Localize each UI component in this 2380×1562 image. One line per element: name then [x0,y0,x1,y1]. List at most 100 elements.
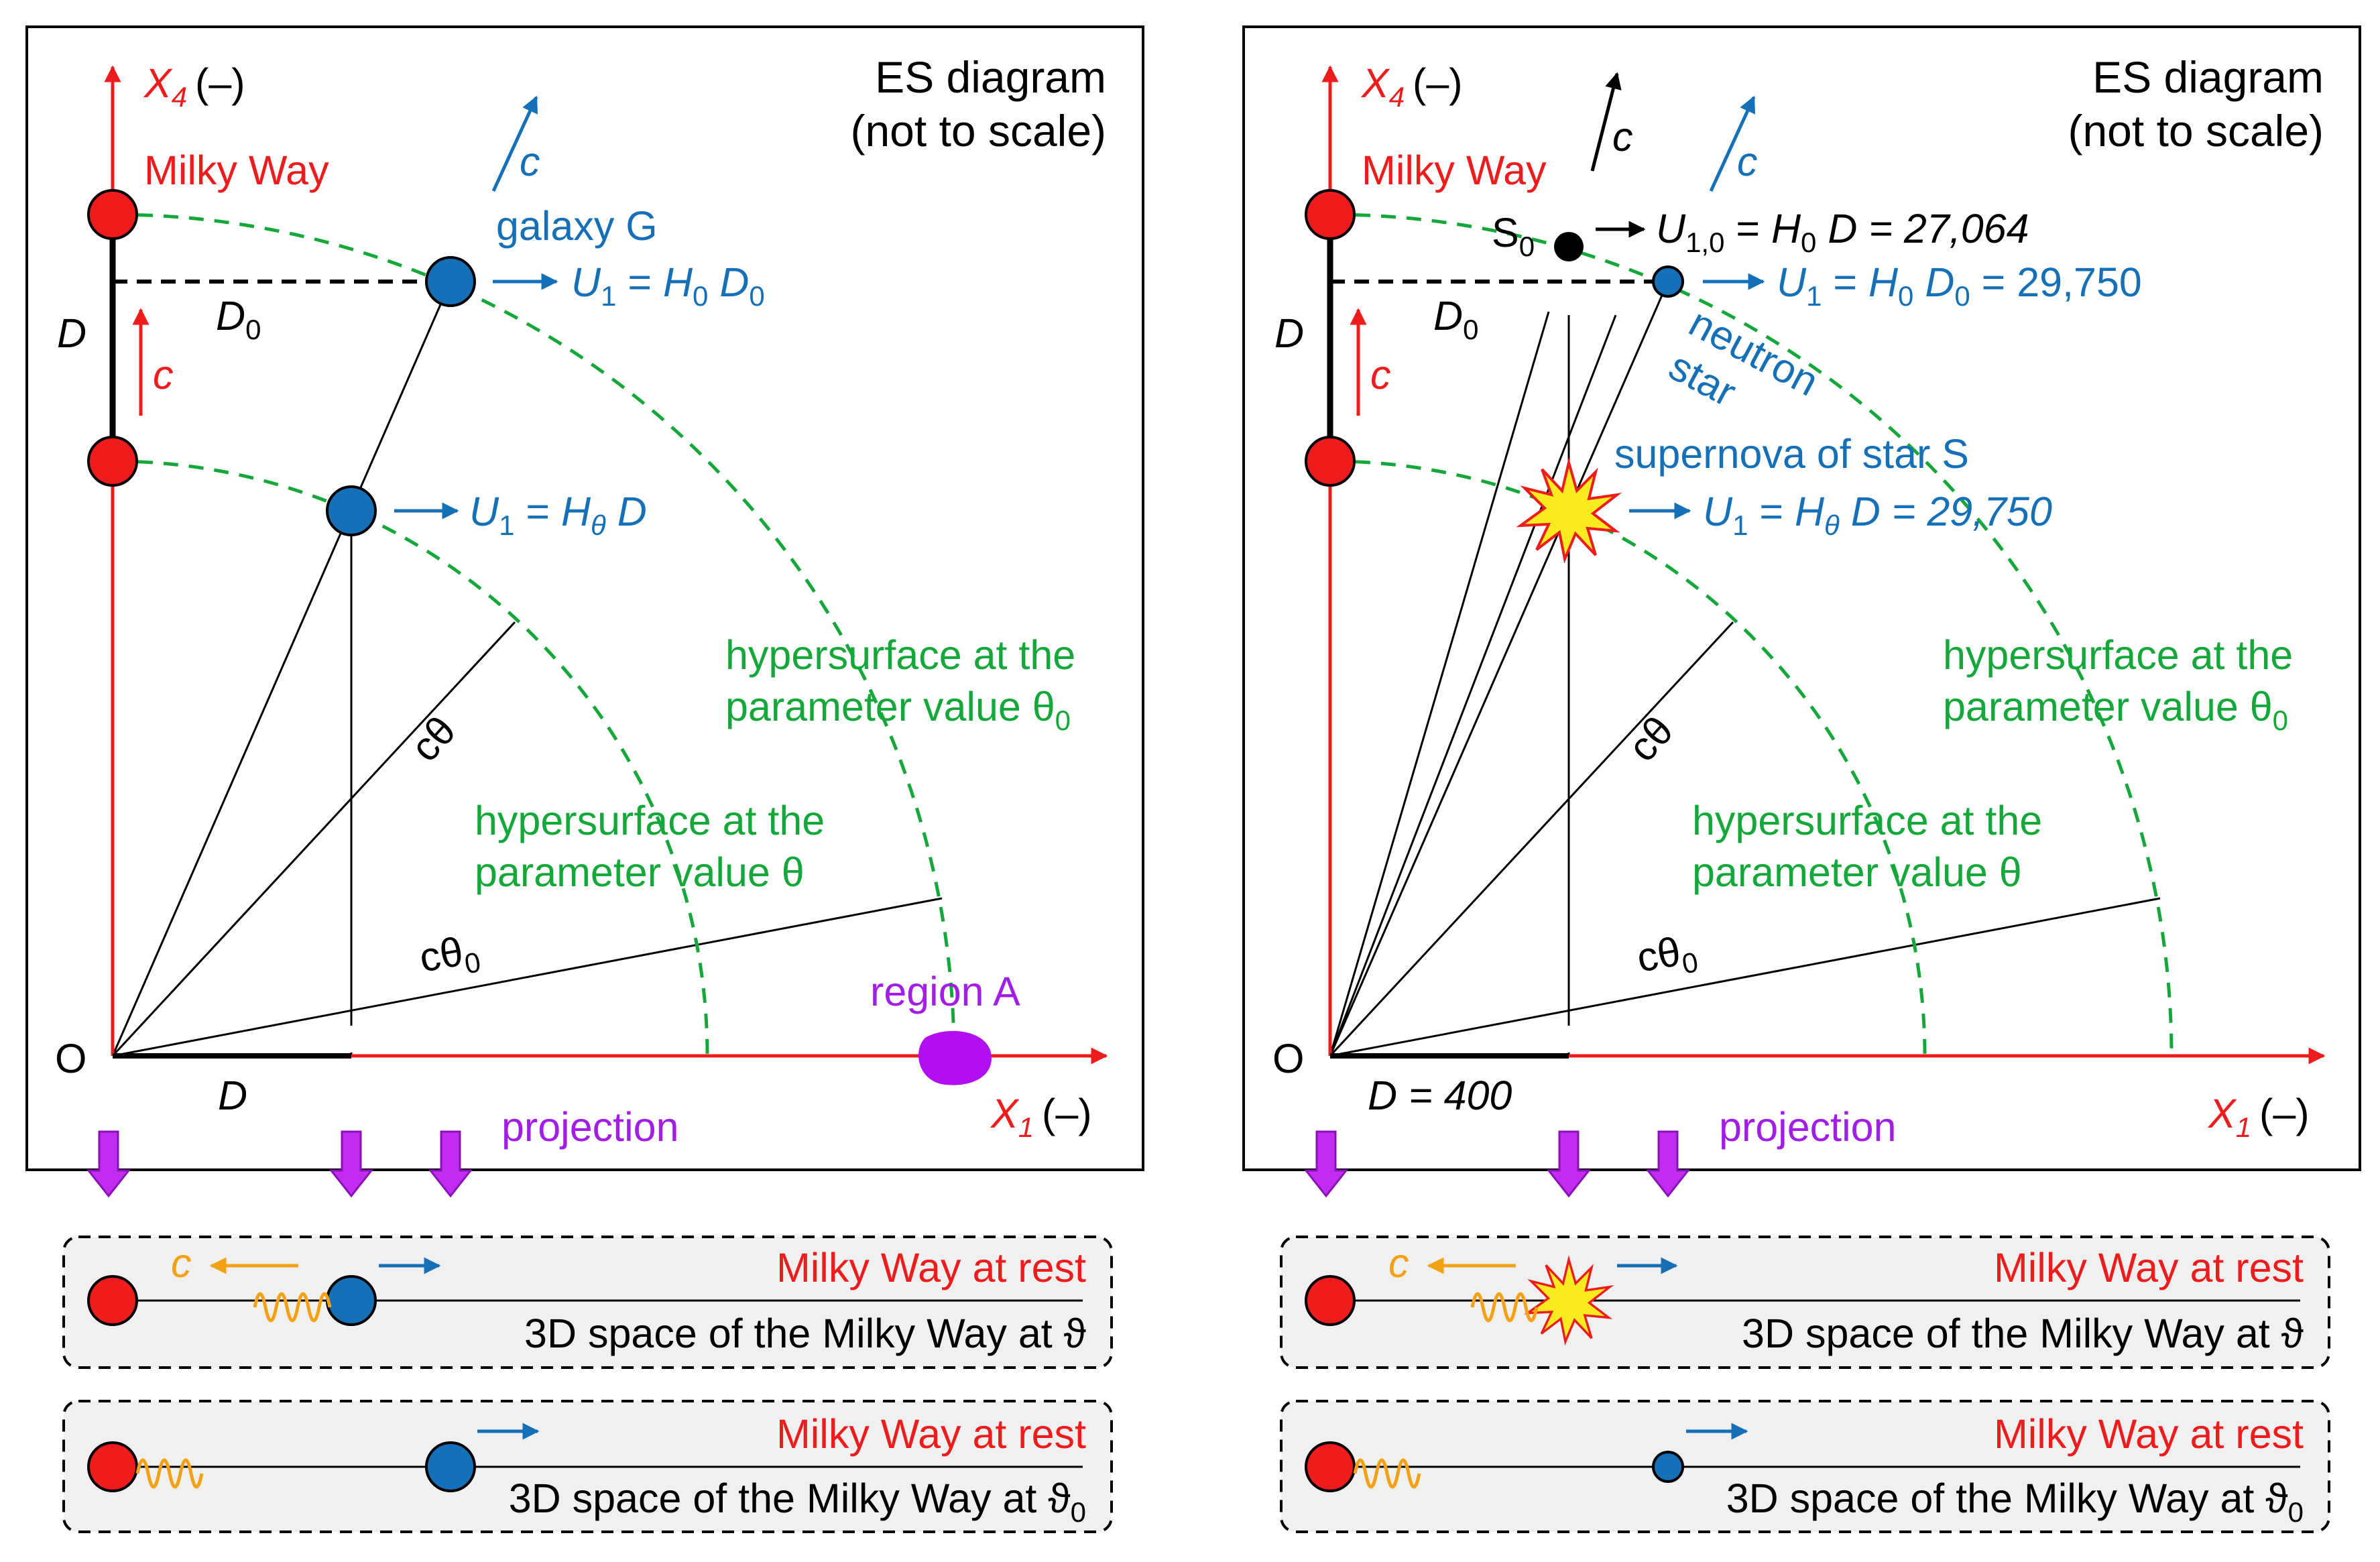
right-neutron-star [1652,265,1684,298]
right-arc-inner [1329,459,1927,1057]
left-ctheta-label: cθ [402,707,465,770]
right-star-s0 [1554,232,1584,261]
right-projection-arrow-3 [1647,1130,1689,1197]
right-projection-label: projection [1719,1104,1897,1150]
right-projection-arrow-1 [1305,1130,1348,1197]
left-D-label: D [57,310,86,356]
left-projection-arrow-3 [429,1130,472,1197]
right-panel-2-neutron-star [1652,1451,1684,1483]
right-line-ctheta0 [1329,897,2161,1057]
right-D-label: D [1274,310,1304,356]
right-D0-label: D0 [1433,293,1478,345]
left-D0-label: D0 [216,293,261,345]
left-title-line2: (not to scale) [851,106,1107,156]
left-panel-1-wave [253,1292,332,1323]
right-line-steep-2 [1329,314,1617,1057]
left-hyper-inner-line1: hypersurface at the [475,798,825,843]
left-milky-way-bottom [87,436,138,487]
left-u1-mid-label: U1 = Hθ D [469,489,647,541]
right-D-bottom-label: D = 400 [1368,1073,1512,1118]
left-galaxy-mid [326,485,377,536]
left-arc-outer [112,213,956,1057]
left-arc-inner [112,459,709,1057]
right-panel-1-rest: Milky Way at rest [1994,1245,2304,1290]
right-u10-label: U1,0 = H0 D = 27,064 [1656,206,2029,258]
left-diagram: ES diagram (not to scale) X4(–) X1(–) O … [25,25,1144,1533]
right-u1-mid-label: U1 = Hθ D = 29,750 [1703,489,2052,541]
left-panel-1-milky-way [87,1275,138,1326]
left-panel-2-rest: Milky Way at rest [776,1411,1086,1457]
left-title-line1: ES diagram [875,52,1106,102]
left-line-ctheta [111,621,516,1057]
left-projection-arrow-2 [330,1130,373,1197]
right-panel-2-rest: Milky Way at rest [1994,1411,2304,1457]
left-frame [25,25,1144,1171]
left-panel-2-space: 3D space of the Milky Way at ϑ0 [509,1476,1086,1528]
right-c-label: c [1370,352,1391,398]
left-panel-1-c-label: c [171,1240,192,1286]
left-panel-2-wave [135,1458,204,1489]
right-milky-way-label: Milky Way [1362,147,1547,193]
left-projection-arrow-1 [87,1130,130,1197]
left-milky-way-top [87,189,138,240]
right-ctheta0-label: cθ0 [1633,926,1700,987]
right-supernova-label: supernova of star S [1614,431,1969,477]
left-ctheta0-label: cθ0 [416,926,483,987]
right-panel-2-wave [1353,1458,1421,1489]
left-panel-2-galaxy [425,1441,476,1492]
right-line-to-neutron [1329,281,1669,1057]
left-u1-top-label: U1 = H0 D0 [571,259,765,312]
left-axis-x-label: X1(–) [990,1091,1092,1143]
right-world-lines [1329,281,2161,1057]
left-c-blue-arrow [491,95,538,192]
right-ctheta-label: cθ [1619,707,1682,770]
left-hyper-outer-line1: hypersurface at the [725,632,1075,678]
left-hyper-inner-line2: parameter value θ [475,849,805,895]
left-milky-way-label: Milky Way [144,147,329,193]
right-panel-1-space: 3D space of the Milky Way at ϑ [1742,1311,2304,1356]
left-galaxy-g [425,256,476,307]
left-galaxy-label: galaxy G [496,203,658,249]
left-panel-2-milky-way [87,1441,138,1492]
right-supernova-burst [1519,461,1618,560]
right-s0-label: S0 [1492,210,1535,262]
right-arc-outer [1329,213,2174,1057]
right-panel-1 [1280,1236,2330,1369]
right-u1-top-label: U1 = H0 D0 = 29,750 [1777,259,2142,312]
right-c-black-label: c [1612,114,1633,160]
right-hyper-inner-line2: parameter value θ [1692,849,2022,895]
left-panel-1 [62,1236,1113,1369]
right-line-ctheta [1329,621,1734,1057]
right-panel-2-milky-way [1305,1441,1356,1492]
right-diagram: ES diagram (not to scale) X4(–) X1(–) O … [1242,25,2361,1533]
left-hyper-outer-line2: parameter value θ0 [725,684,1071,736]
right-c-blue-arrow [1709,95,1756,192]
right-c-blue-label: c [1737,139,1758,184]
left-world-lines [111,281,943,1057]
right-projection-arrow-2 [1547,1130,1590,1197]
right-panel-1-wave [1470,1292,1539,1323]
right-hyper-outer-line1: hypersurface at the [1943,632,2293,678]
right-title-line2: (not to scale) [2068,106,2324,156]
right-frame [1242,25,2361,1171]
right-panel-1-milky-way [1305,1275,1356,1326]
left-origin-label: O [55,1036,86,1081]
right-milky-way-top [1305,189,1356,240]
right-axis-x-label: X1(–) [2207,1091,2310,1143]
left-line-ctheta0 [112,897,943,1057]
left-projection-label: projection [501,1104,679,1150]
right-title-line1: ES diagram [2092,52,2324,102]
right-milky-way-bottom [1305,436,1356,487]
left-c-label: c [153,352,174,398]
left-axis-y-label: X4(–) [143,60,245,113]
right-line-steep-1 [1329,311,1550,1057]
left-c-blue-label: c [520,139,540,184]
left-panel-1-space: 3D space of the Milky Way at ϑ [524,1311,1086,1356]
left-panel-1-rest: Milky Way at rest [776,1245,1086,1290]
right-c-black-arrow [1590,72,1622,172]
right-origin-label: O [1272,1036,1304,1081]
left-panel-1-galaxy [326,1275,377,1326]
left-D-bottom-label: D [218,1073,247,1118]
right-axis-y-label: X4(–) [1360,60,1463,113]
